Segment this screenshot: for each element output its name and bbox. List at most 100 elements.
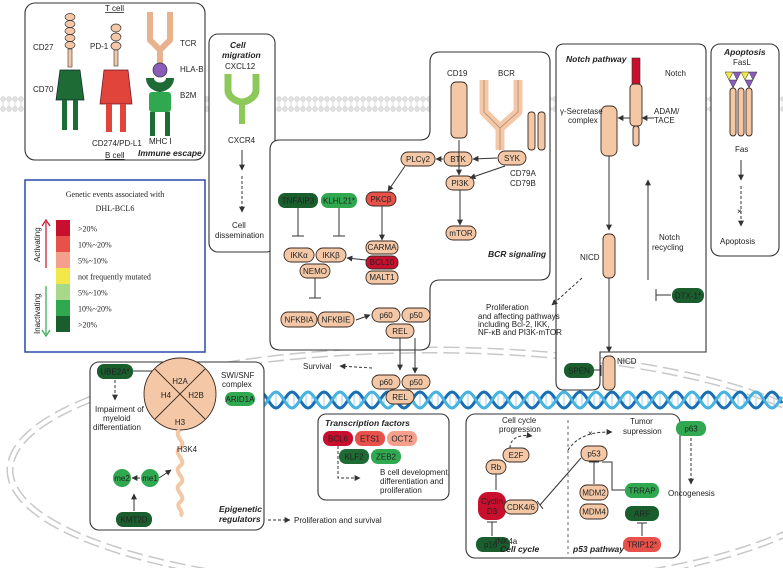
- prolif-sub-1: and affecting pathways: [478, 312, 560, 321]
- cell-cycle-title: Cell cycle: [500, 544, 539, 554]
- epigenetic-title-1: Epigenetic: [219, 504, 262, 514]
- migration-title-1: Cell: [230, 40, 246, 50]
- bcl6-label: BCL6: [328, 435, 349, 444]
- impair-label-1: Impairment of: [95, 405, 145, 414]
- bcl10-node: [365, 255, 399, 270]
- cxcr4-label: CXCR4: [228, 136, 256, 145]
- bcr-signaling-panel: CD19 BCR SYK CD79A CD79B BTK PLCγ2 PI3K …: [269, 51, 551, 371]
- cd274-label: CD274/PD-L1: [92, 139, 142, 148]
- prog-label-1: Cell cycle: [502, 416, 537, 425]
- p60-nuclear-label: p60: [379, 378, 393, 387]
- impair-label-3: differentiation: [93, 423, 141, 432]
- proliferation-label: Proliferation: [486, 303, 529, 312]
- me1-label: me1: [142, 474, 158, 483]
- dtx1-label: DTX-1*: [675, 292, 701, 301]
- legend-swatch: [56, 300, 70, 316]
- ets1-label: ETS1: [360, 435, 381, 444]
- me2-node: [113, 469, 131, 487]
- p16-node: [476, 537, 510, 552]
- spen-node: [564, 363, 594, 378]
- migration-title-2: migration: [222, 50, 261, 60]
- inactivating-indicator: Inactivating: [33, 286, 51, 338]
- migration-result-2: dissemination: [215, 231, 264, 240]
- mhc-label: MHC I: [149, 137, 172, 146]
- pkcb-label: PKCβ: [370, 195, 391, 204]
- epigenetic-title-2: regulators: [219, 514, 261, 524]
- zeb2-node: [371, 449, 401, 464]
- nfkbia-label: NFKBIA: [285, 316, 315, 325]
- legend-rows: >20%10%~20%5%~10%not frequently mutated5…: [56, 220, 151, 332]
- hla-peptide: [152, 62, 168, 78]
- pd1-receptor: [110, 23, 122, 67]
- h3k4-label: H3K4: [177, 445, 198, 454]
- recycling-label-1: Notch: [659, 233, 680, 242]
- nfkbie-label: NFKBIE: [322, 316, 351, 325]
- histone-tail: [175, 428, 185, 518]
- mdm4-node: [579, 503, 609, 520]
- p16-label: p16: [484, 541, 498, 550]
- btk-node: [443, 151, 473, 167]
- migration-result-1: Cell: [232, 221, 246, 230]
- cell-cycle-panel: Cell cycle progression Tumor supression …: [465, 413, 681, 559]
- legend-swatch: [56, 236, 70, 252]
- recycling-label-2: recycling: [652, 243, 684, 252]
- pkcb-node: [365, 191, 397, 207]
- b2m-label: B2M: [180, 91, 197, 100]
- impair-label-2: myeloid: [103, 414, 131, 423]
- hla-label: HLA-B: [180, 65, 204, 74]
- trrap-label: TRRAP: [628, 487, 655, 496]
- dna-strand: [234, 390, 783, 410]
- p63-node: [676, 421, 706, 436]
- legend-row-label: 5%~10%: [78, 257, 108, 266]
- mdm4-label: MDM4: [582, 508, 606, 517]
- legend-title-2: DHL-BCL6: [96, 204, 135, 213]
- tf-title: Transcription factors: [325, 418, 410, 428]
- nicd-label: NICD: [580, 253, 600, 262]
- legend-row-label: 10%~20%: [78, 305, 112, 314]
- pi3k-label: PI3K: [451, 179, 469, 188]
- immune-escape-title: Immune escape: [138, 148, 202, 158]
- apoptosis-title: Apoptosis: [723, 47, 766, 57]
- kmt2d-node: [116, 512, 152, 527]
- supp-label-1: Tumor: [630, 417, 653, 426]
- e2f-label: E2F: [509, 451, 524, 460]
- legend-row-label: >20%: [78, 225, 98, 234]
- adam-label-2: TACE: [654, 116, 675, 125]
- p50-nuclear-node: [401, 374, 431, 390]
- arid1a-label: ARID1A: [226, 395, 256, 404]
- cd70-ligand: [55, 69, 85, 130]
- nicd-nuclear-node: [602, 355, 616, 391]
- p53-node: [580, 445, 608, 462]
- klhl21-label: KLHL21*: [323, 197, 355, 206]
- cd274-ligand: [99, 69, 133, 132]
- notch-title: Notch pathway: [566, 54, 628, 64]
- ube2a-label: UBE2A*: [100, 368, 129, 377]
- legend-swatch: [56, 284, 70, 300]
- supp-label-2: supression: [623, 427, 662, 436]
- h3-label: H3: [175, 418, 186, 427]
- tcr-label: TCR: [180, 39, 197, 48]
- mdm2-node: [579, 484, 609, 501]
- fas-label: Fas: [735, 145, 748, 154]
- h4-label: H4: [161, 391, 172, 400]
- cd79a-label: CD79A: [510, 169, 536, 178]
- e2f-node: [502, 447, 530, 463]
- mtor-label: mTOR: [449, 229, 473, 238]
- immune-escape-panel: T cell CD27 CD70 PD-1: [24, 2, 206, 161]
- ube2a-node: [97, 364, 133, 379]
- nicd-node: [602, 233, 616, 279]
- malt1-node: [365, 270, 399, 285]
- apoptosis-block: ×: [737, 207, 742, 216]
- klhl21-node: [321, 193, 357, 208]
- ikka-label: IKKα: [290, 251, 308, 260]
- legend-row-label: 10%~20%: [78, 241, 112, 250]
- apoptosis-panel: Apoptosis FasL Fas × Apoptosis: [710, 43, 780, 257]
- p50-node: [401, 307, 431, 323]
- fasl-label: FasL: [733, 58, 751, 67]
- rb-label: Rb: [491, 463, 502, 472]
- cd70-label: CD70: [33, 85, 54, 94]
- malt1-label: MALT1: [369, 273, 395, 282]
- tf-out-1: B cell development,: [380, 468, 450, 477]
- bcl6-node: [323, 431, 353, 446]
- legend-swatch: [56, 316, 70, 332]
